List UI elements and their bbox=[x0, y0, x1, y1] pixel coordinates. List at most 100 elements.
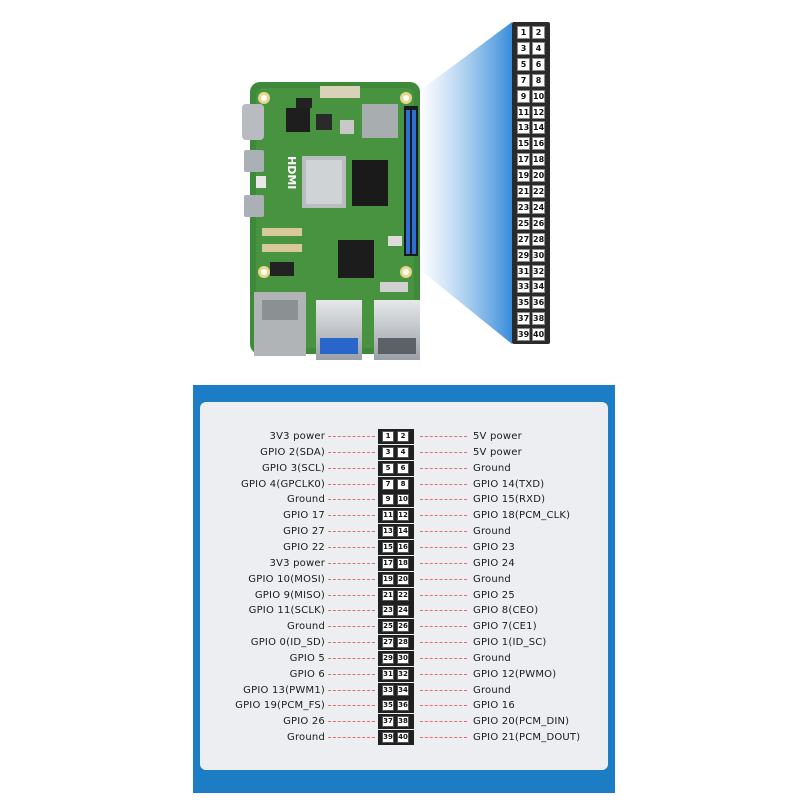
leader-line-right bbox=[420, 451, 467, 453]
leader-line-left bbox=[328, 467, 375, 469]
pin-number-even: 4 bbox=[397, 446, 409, 458]
zoom-pin-number: 33 bbox=[517, 280, 530, 294]
leader-line-left bbox=[328, 705, 375, 707]
pin-number-even: 40 bbox=[397, 732, 409, 744]
zoom-pin-number: 24 bbox=[532, 200, 545, 214]
zoom-pin-number: 10 bbox=[532, 89, 545, 103]
zoom-pin-number: 38 bbox=[532, 312, 545, 326]
pin-number-even: 16 bbox=[397, 541, 409, 553]
zoom-pin-number: 14 bbox=[532, 121, 545, 135]
leader-line-left bbox=[328, 562, 375, 564]
leader-line-right bbox=[420, 657, 467, 659]
zoom-pin-number: 4 bbox=[532, 41, 545, 55]
leader-line-right bbox=[420, 467, 467, 469]
pin-label-right: 5V power bbox=[473, 431, 522, 442]
ram-chip bbox=[352, 160, 388, 206]
pin-number-odd: 3 bbox=[382, 446, 394, 458]
pin-label-right: GPIO 25 bbox=[473, 589, 515, 601]
leader-line-left bbox=[328, 610, 375, 612]
leader-line-left bbox=[328, 626, 375, 628]
pin-number-odd: 25 bbox=[382, 621, 394, 633]
zoom-pin-number: 25 bbox=[517, 216, 530, 230]
leader-line-right bbox=[420, 515, 467, 517]
pin-label-left: GPIO 6 bbox=[289, 668, 325, 680]
raspberry-pi-board-image: HDMI bbox=[242, 22, 512, 360]
pin-label-left: GPIO 9(MISO) bbox=[254, 589, 325, 601]
pin-number-even: 24 bbox=[397, 605, 409, 617]
pin-number-odd: 23 bbox=[382, 605, 394, 617]
zoom-pin-number: 5 bbox=[517, 57, 530, 71]
usb-c-port bbox=[242, 104, 264, 140]
zoom-pin-number: 17 bbox=[517, 153, 530, 167]
pin-number-odd: 13 bbox=[382, 526, 394, 538]
pin-label-left: Ground bbox=[287, 732, 325, 744]
pin-number-odd: 5 bbox=[382, 462, 394, 474]
zoom-pin-number: 21 bbox=[517, 185, 530, 198]
pin-number-even: 14 bbox=[397, 526, 409, 538]
leader-line-left bbox=[328, 436, 375, 437]
pin-number-odd: 39 bbox=[382, 732, 394, 744]
pin-number-even: 32 bbox=[397, 668, 409, 680]
zoom-pin-number: 3 bbox=[517, 41, 530, 55]
leader-line-right bbox=[420, 483, 467, 485]
zoom-pin-number: 37 bbox=[517, 312, 530, 326]
zoom-pin-number: 35 bbox=[517, 296, 530, 310]
pin-label-left: GPIO 17 bbox=[283, 510, 325, 522]
pin-number-even: 6 bbox=[397, 462, 409, 474]
pin-number-even: 26 bbox=[397, 621, 409, 633]
leader-line-left bbox=[328, 451, 375, 453]
pin-label-right: GPIO 7(CE1) bbox=[473, 621, 537, 633]
pin-number-odd: 9 bbox=[382, 494, 394, 506]
pin-label-right: GPIO 15(RXD) bbox=[473, 494, 546, 506]
zoom-pin-number: 31 bbox=[517, 264, 530, 278]
zoom-pin-number: 34 bbox=[532, 280, 545, 294]
pin-number-odd: 19 bbox=[382, 573, 394, 585]
micro-hdmi-port-1 bbox=[244, 150, 264, 172]
pin-label-left: 3V3 power bbox=[269, 431, 325, 442]
pin-number-odd: 15 bbox=[382, 541, 394, 553]
zoom-pin-number: 26 bbox=[532, 216, 545, 230]
zoom-pin-number: 9 bbox=[517, 89, 530, 103]
hdmi-silkscreen: HDMI bbox=[285, 156, 298, 189]
zoom-pin-number: 29 bbox=[517, 248, 530, 262]
leader-line-left bbox=[328, 578, 375, 580]
leader-line-right bbox=[420, 499, 467, 501]
rp1-chip bbox=[338, 240, 374, 278]
pin-label-right: Ground bbox=[473, 684, 511, 696]
zoom-pin-number: 13 bbox=[517, 121, 530, 135]
pin-number-even: 28 bbox=[397, 637, 409, 649]
pin-label-right: GPIO 14(TXD) bbox=[473, 478, 545, 490]
zoom-pin-number: 40 bbox=[532, 328, 545, 342]
zoom-pin-number: 39 bbox=[517, 328, 530, 342]
pin-label-left: GPIO 11(SCLK) bbox=[248, 605, 325, 617]
micro-hdmi-port-2 bbox=[244, 195, 264, 217]
